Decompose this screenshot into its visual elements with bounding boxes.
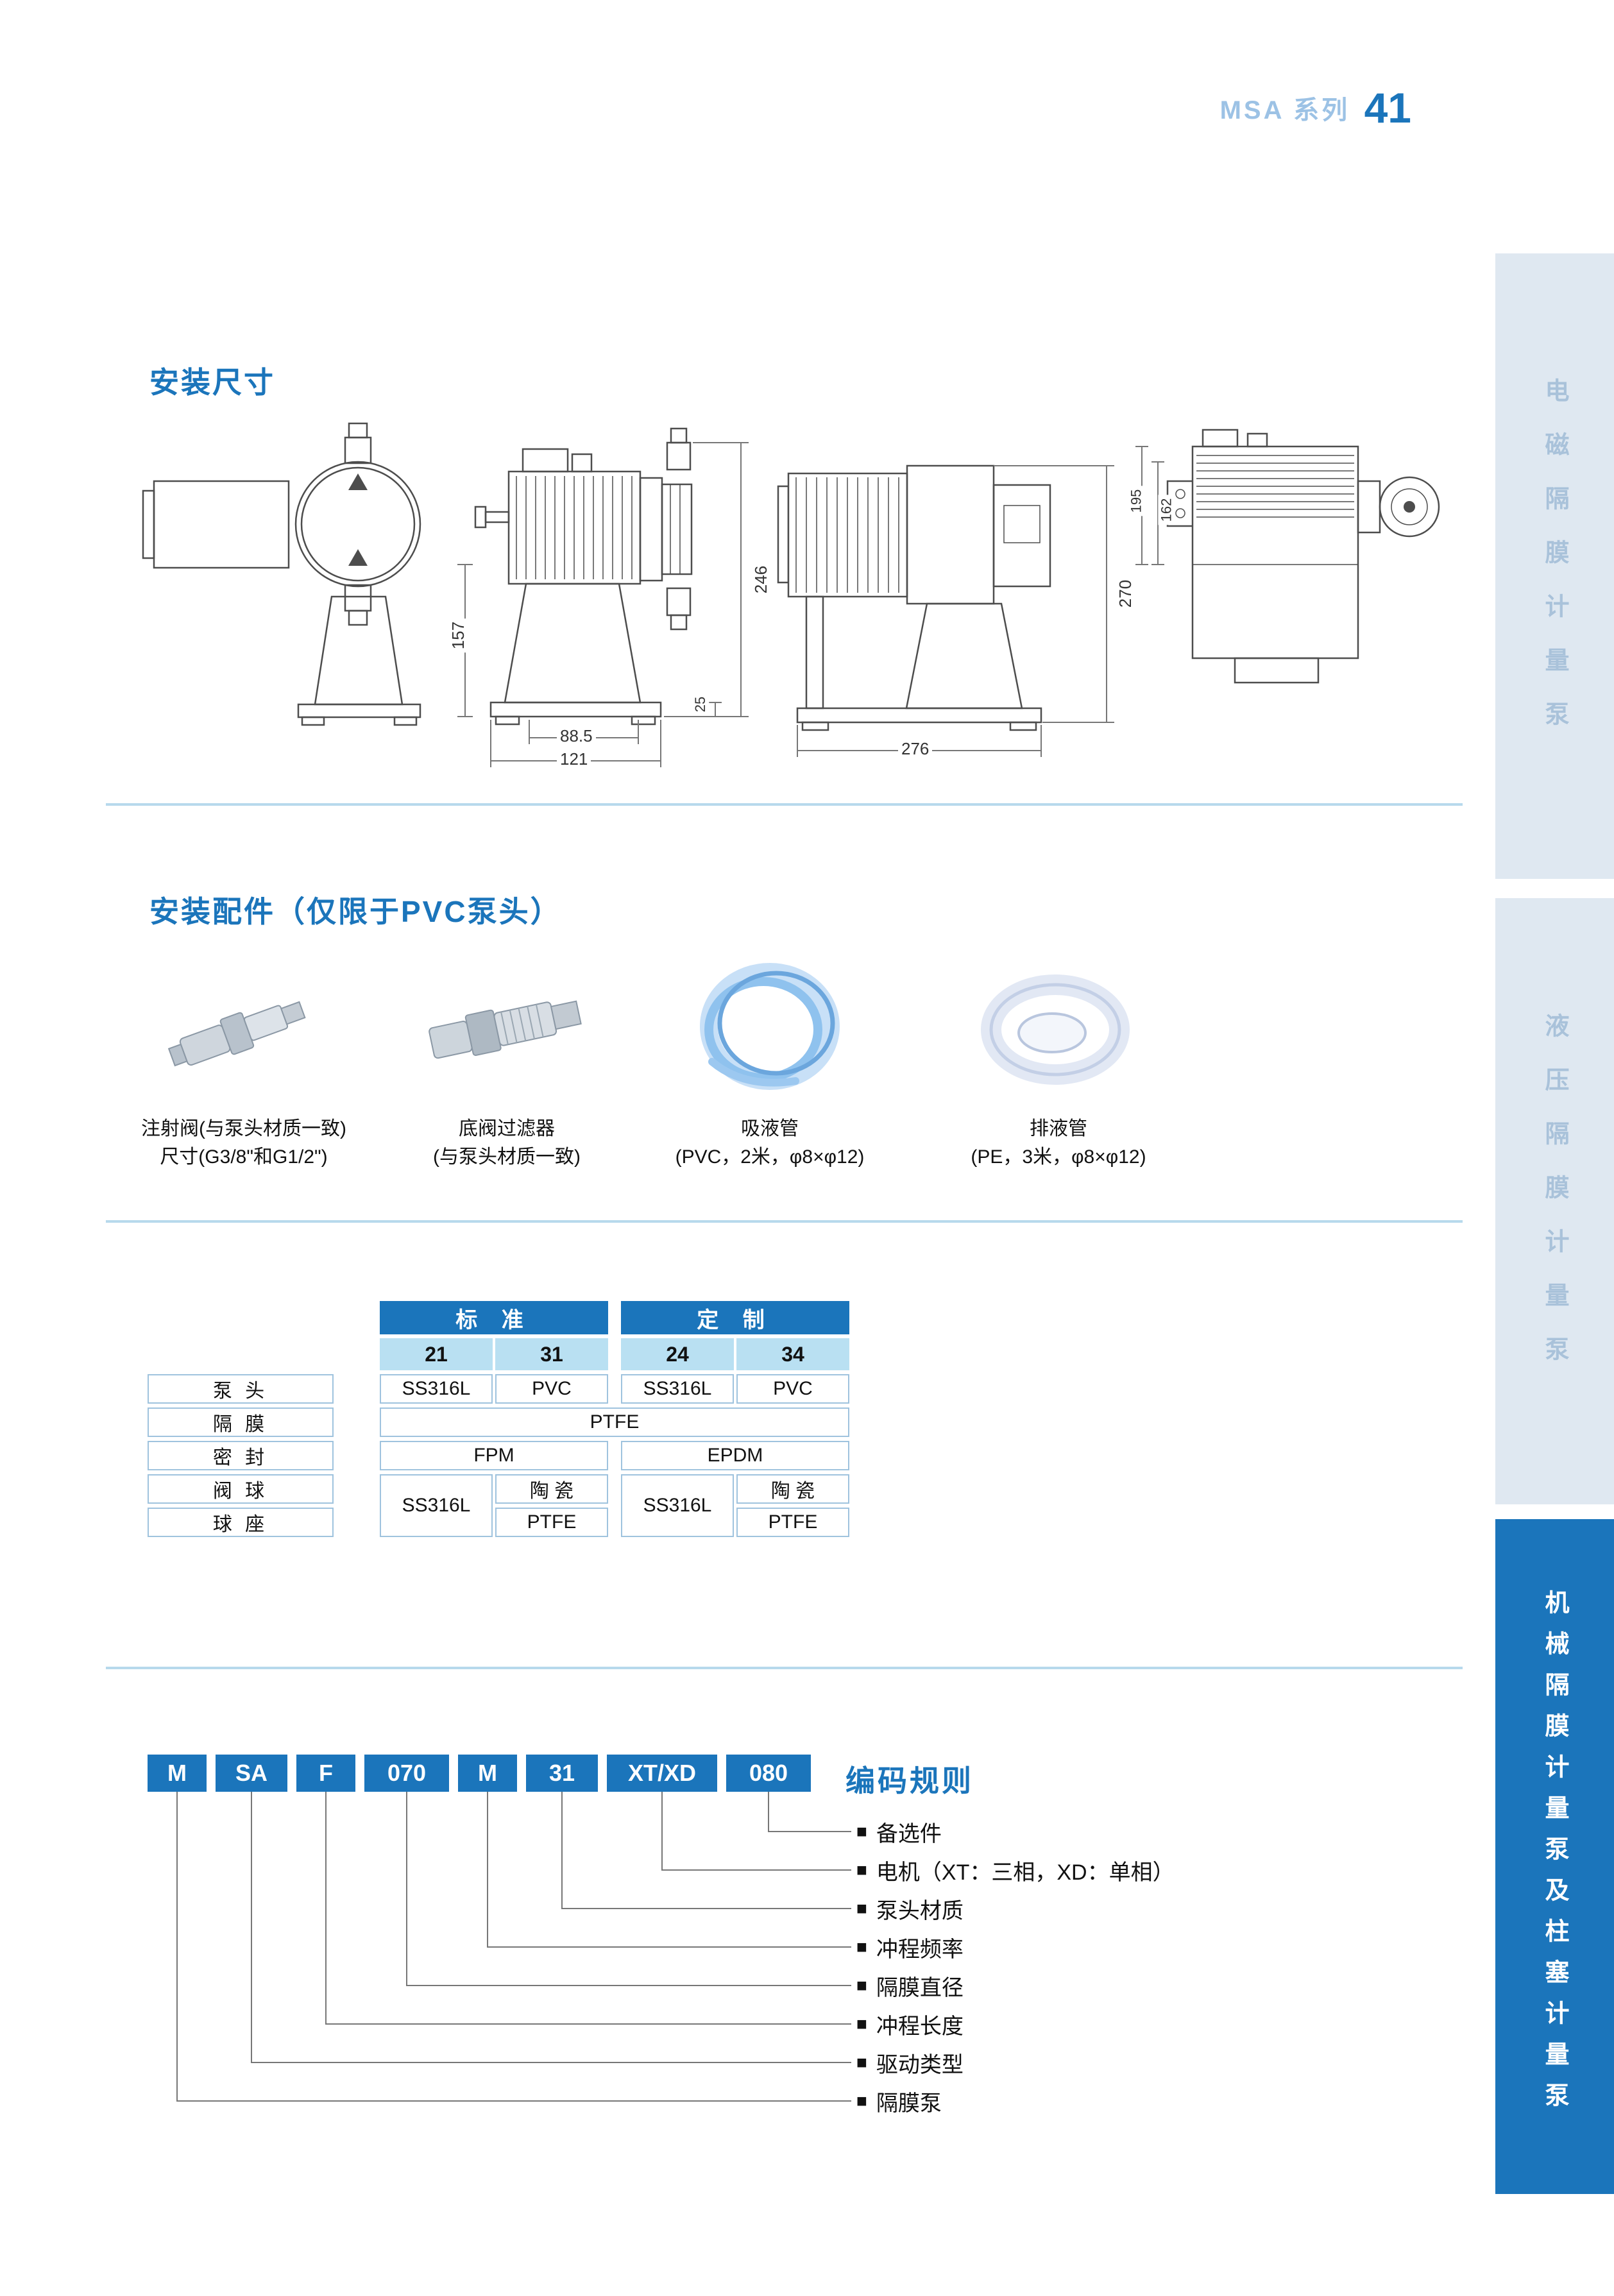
legend-item-drive-type: ■ 驱动类型 — [856, 2048, 964, 2077]
cell-seat-31: PTFE — [495, 1508, 608, 1537]
code-box-5: M — [458, 1755, 517, 1792]
table-header-standard: 标 准 — [380, 1301, 608, 1334]
sidebar-tab-label: 电磁隔膜计量泵 — [1541, 377, 1568, 755]
dim-label-270: 270 — [1116, 576, 1136, 611]
sidebar-tab-hydraulic-diaphragm[interactable]: 液压隔膜计量泵 — [1495, 898, 1614, 1504]
sidebar-tab-label: 机械隔膜计量泵及柱塞计量泵 — [1541, 1590, 1568, 2123]
sidebar-tab-mechanical-diaphragm[interactable]: 机械隔膜计量泵及柱塞计量泵 — [1495, 1519, 1614, 2194]
page-number: 41 — [1364, 84, 1411, 132]
accessory-caption-injection-valve: 注射阀(与泵头材质一致) 尺寸(G3/8"和G1/2") — [96, 1115, 391, 1171]
bullet-square-icon: ■ — [856, 1975, 867, 1995]
injection-valve-image — [154, 956, 334, 1103]
cell-pump-head-31: PVC — [495, 1374, 608, 1404]
cell-pump-head-34: PVC — [736, 1374, 849, 1404]
dim-label-195: 195 — [1128, 486, 1145, 516]
row-label-seal: 密 封 — [148, 1441, 334, 1470]
cell-ball-21: SS316L — [380, 1474, 493, 1537]
bullet-square-icon: ■ — [856, 2014, 867, 2034]
sidebar-tab-solenoid-diaphragm[interactable]: 电磁隔膜计量泵 — [1495, 253, 1614, 879]
accessory-caption-suction-tube: 吸液管 (PVC，2米，φ8×φ12) — [622, 1115, 917, 1171]
legend-item-stroke-length: ■ 冲程长度 — [856, 2010, 964, 2039]
cell-pump-head-21: SS316L — [380, 1374, 493, 1404]
code-box-7: XT/XD — [607, 1755, 717, 1792]
legend-item-diaphragm-diameter: ■ 隔膜直径 — [856, 1971, 964, 2000]
bullet-square-icon: ■ — [856, 1860, 867, 1880]
row-label-pump-head: 泵 头 — [148, 1374, 334, 1404]
dim-label-157: 157 — [448, 618, 469, 653]
dim-label-88-5: 88.5 — [557, 726, 596, 746]
legend-item-motor: ■ 电机（XT：三相，XD：单相） — [856, 1856, 1175, 1885]
legend-item-head-material: ■ 泵头材质 — [856, 1894, 964, 1923]
legend-item-stroke-frequency: ■ 冲程频率 — [856, 1933, 964, 1962]
legend-label: 冲程频率 — [876, 1937, 964, 1962]
cell-seal-standard: FPM — [380, 1441, 608, 1470]
legend-label: 驱动类型 — [876, 2052, 964, 2077]
section-title-accessories: 安装配件（仅限于PVC泵头） — [149, 895, 562, 928]
legend-label: 电机（XT：三相，XD：单相） — [876, 1860, 1175, 1885]
legend-label: 泵头材质 — [876, 1898, 964, 1923]
code-box-2: SA — [216, 1755, 287, 1792]
legend-label: 隔膜直径 — [876, 1975, 964, 2000]
code-box-4: 070 — [364, 1755, 449, 1792]
caption-line: (PE，3米，φ8×φ12) — [971, 1146, 1146, 1168]
code-box-3: F — [296, 1755, 355, 1792]
caption-line: 吸液管 — [741, 1118, 799, 1139]
caption-line: 底阀过滤器 — [459, 1118, 555, 1139]
caption-line: 排液管 — [1030, 1118, 1087, 1139]
series-label: MSA 系列 — [1219, 96, 1350, 124]
table-col-21: 21 — [380, 1338, 493, 1370]
cell-ball-31: 陶 瓷 — [495, 1474, 608, 1504]
legend-label: 冲程长度 — [876, 2014, 964, 2039]
suction-tube-image — [667, 943, 872, 1110]
code-box-1: M — [148, 1755, 207, 1792]
code-box-6: 31 — [526, 1755, 598, 1792]
caption-line: (PVC，2米，φ8×φ12) — [675, 1146, 865, 1168]
table-header-custom: 定 制 — [621, 1301, 849, 1334]
cell-diaphragm-all: PTFE — [380, 1407, 849, 1437]
bullet-square-icon: ■ — [856, 1821, 867, 1841]
dim-label-162: 162 — [1158, 495, 1175, 525]
section-divider — [106, 1220, 1463, 1223]
sidebar-tab-label: 液压隔膜计量泵 — [1541, 1012, 1568, 1390]
caption-line: (与泵头材质一致) — [433, 1146, 581, 1168]
bullet-square-icon: ■ — [856, 2052, 867, 2072]
dim-label-276: 276 — [898, 739, 933, 759]
table-col-31: 31 — [495, 1338, 608, 1370]
cell-seal-custom: EPDM — [621, 1441, 849, 1470]
cell-pump-head-24: SS316L — [621, 1374, 734, 1404]
dim-label-121: 121 — [557, 749, 591, 769]
section-divider — [106, 803, 1463, 806]
table-col-34: 34 — [736, 1338, 849, 1370]
section-divider — [106, 1667, 1463, 1669]
accessory-caption-foot-valve: 底阀过滤器 (与泵头材质一致) — [359, 1115, 654, 1171]
legend-item-diaphragm-pump: ■ 隔膜泵 — [856, 2087, 942, 2116]
table-col-24: 24 — [621, 1338, 734, 1370]
technical-drawings — [142, 422, 1440, 767]
dim-label-246: 246 — [751, 562, 772, 597]
bullet-square-icon: ■ — [856, 2091, 867, 2111]
bullet-square-icon: ■ — [856, 1898, 867, 1918]
caption-line: 尺寸(G3/8"和G1/2") — [160, 1146, 328, 1168]
coding-title: 编码规则 — [845, 1764, 974, 1798]
row-label-diaphragm: 隔 膜 — [148, 1407, 334, 1437]
discharge-tube-image — [956, 949, 1155, 1110]
cell-seat-34: PTFE — [736, 1508, 849, 1537]
code-connector-lines — [176, 1792, 851, 2102]
code-box-8: 080 — [726, 1755, 811, 1792]
caption-line: 注射阀(与泵头材质一致) — [141, 1118, 346, 1139]
row-label-valve-ball: 阀 球 — [148, 1474, 334, 1504]
bullet-square-icon: ■ — [856, 1937, 867, 1957]
row-label-ball-seat: 球 座 — [148, 1508, 334, 1537]
accessory-caption-discharge-tube: 排液管 (PE，3米，φ8×φ12) — [911, 1115, 1206, 1171]
cell-ball-24: SS316L — [621, 1474, 734, 1537]
legend-item-options: ■ 备选件 — [856, 1817, 942, 1846]
page-header: MSA 系列 41 — [1091, 83, 1411, 132]
dim-label-25: 25 — [692, 693, 709, 716]
cell-ball-34: 陶 瓷 — [736, 1474, 849, 1504]
code-row: M SA F 070 M 31 XT/XD 080 — [148, 1755, 811, 1792]
legend-label: 隔膜泵 — [876, 2091, 942, 2116]
legend-label: 备选件 — [876, 1821, 942, 1846]
foot-valve-filter-image — [404, 962, 609, 1091]
section-title-dimensions: 安装尺寸 — [149, 366, 275, 399]
